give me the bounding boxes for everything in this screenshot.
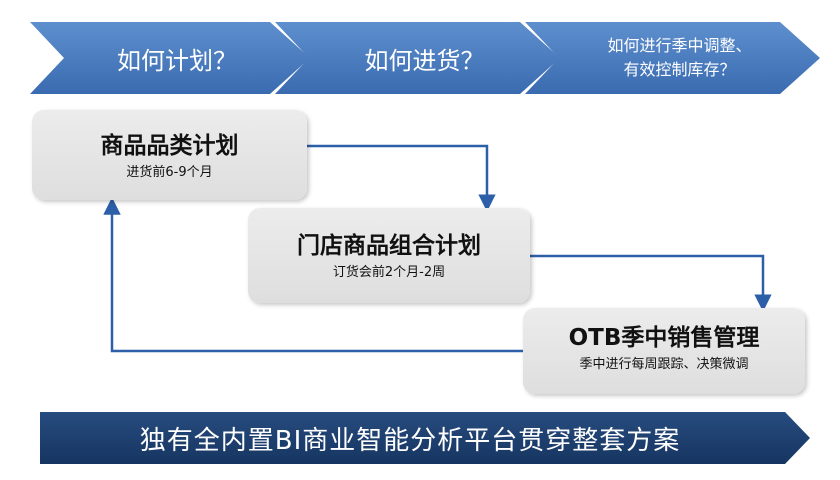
- footer-banner: 独有全内置BI商业智能分析平台贯穿整套方案: [40, 412, 810, 464]
- step-3-chevron: 如何进行季中调整、 有效控制库存？: [525, 22, 820, 94]
- store-assortment-title: 门店商品组合计划: [297, 233, 481, 259]
- connector-store-to-otb: [530, 254, 772, 312]
- step-1-label: 如何计划？: [117, 46, 237, 75]
- step-3-label: 如何进行季中调整、 有效控制库存？: [593, 34, 751, 82]
- step-3-line-1: 如何进行季中调整、: [607, 36, 752, 55]
- step-1-chevron: 如何计划？: [30, 22, 310, 94]
- otb-management-title: OTB季中销售管理: [568, 325, 760, 351]
- category-plan-box: 商品品类计划 进货前6-9个月: [32, 110, 307, 200]
- step-2-chevron: 如何进货？: [275, 22, 560, 94]
- connector-otb-to-plan: [103, 197, 523, 353]
- otb-management-box: OTB季中销售管理 季中进行每周跟踪、决策微调: [523, 308, 805, 394]
- category-plan-title: 商品品类计划: [100, 133, 239, 159]
- store-assortment-subtitle: 订货会前2个月-2周: [332, 265, 446, 280]
- category-plan-subtitle: 进货前6-9个月: [126, 165, 213, 180]
- store-assortment-box: 门店商品组合计划 订货会前2个月-2周: [248, 208, 530, 303]
- footer-banner-text: 独有全内置BI商业智能分析平台贯穿整套方案: [139, 425, 681, 456]
- step-2-label: 如何进货？: [364, 46, 485, 75]
- connector-plan-to-store: [307, 144, 496, 212]
- step-3-line-2: 有效控制库存？: [623, 60, 736, 79]
- otb-management-subtitle: 季中进行每周跟踪、决策微调: [579, 357, 749, 372]
